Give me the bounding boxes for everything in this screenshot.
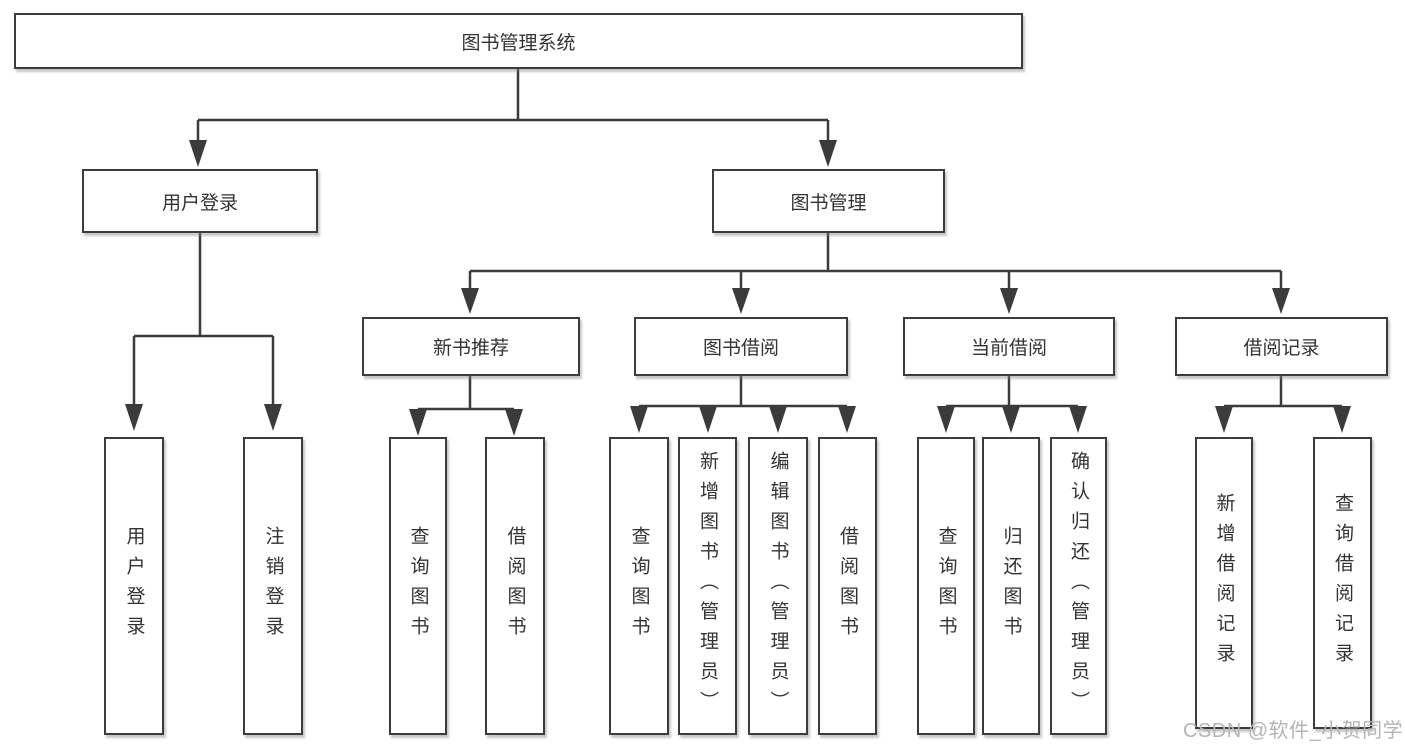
arrowhead xyxy=(937,406,955,433)
connector-user-login-group xyxy=(132,233,275,405)
arrowhead xyxy=(699,406,717,433)
arrowhead xyxy=(1002,406,1020,433)
connector-root-to-level2 xyxy=(196,69,830,141)
arrowhead xyxy=(1333,406,1351,433)
node-user-login: 用户登录 xyxy=(82,169,318,233)
arrowhead xyxy=(264,404,282,431)
arrowhead xyxy=(1000,288,1018,314)
arrowhead xyxy=(769,406,787,433)
arrowhead xyxy=(189,140,207,167)
arrowhead xyxy=(819,140,837,167)
leaf-borrow-book-1: 借阅图书 xyxy=(485,437,545,735)
node-book-management: 图书管理 xyxy=(712,169,945,233)
connector-new-book-group xyxy=(418,376,514,411)
csdn-watermark: CSDN @软件_小贺同学 xyxy=(1183,720,1404,742)
leaf-confirm-return-admin: 确认归还（管理员） xyxy=(1050,437,1107,735)
leaf-add-book-admin: 新增图书（管理员） xyxy=(678,437,737,735)
node-current-borrow: 当前借阅 xyxy=(903,317,1115,376)
arrowhead xyxy=(125,404,143,431)
leaf-query-book-3: 查询图书 xyxy=(917,437,975,735)
arrowhead xyxy=(732,288,750,314)
arrowhead xyxy=(838,406,856,433)
arrowhead xyxy=(1215,406,1233,433)
arrowhead xyxy=(461,288,479,314)
node-book-borrow: 图书借阅 xyxy=(634,317,848,376)
leaf-borrow-book-2: 借阅图书 xyxy=(818,437,877,735)
arrowhead xyxy=(505,409,523,436)
arrowhead xyxy=(1272,288,1290,314)
leaf-logout: 注销登录 xyxy=(243,437,303,735)
node-borrow-record: 借阅记录 xyxy=(1175,317,1388,376)
leaf-query-book-2: 查询图书 xyxy=(609,437,669,735)
arrowheads xyxy=(125,140,1351,436)
leaf-query-book-1: 查询图书 xyxy=(389,437,447,735)
node-root-system: 图书管理系统 xyxy=(14,13,1023,69)
leaf-edit-book-admin: 编辑图书（管理员） xyxy=(748,437,808,735)
arrowhead xyxy=(630,406,648,433)
connector-book-mgmt-group xyxy=(468,233,1283,288)
leaf-add-borrow-record: 新增借阅记录 xyxy=(1195,437,1253,729)
connector-current-borrow-group xyxy=(946,376,1078,408)
connector-book-borrow-group xyxy=(639,376,847,408)
leaf-return-book: 归还图书 xyxy=(982,437,1040,735)
arrowhead xyxy=(409,409,427,436)
leaf-query-borrow-record: 查询借阅记录 xyxy=(1313,437,1372,729)
arrowhead xyxy=(1069,406,1087,433)
node-new-book-recommend: 新书推荐 xyxy=(362,317,580,376)
connector-borrow-record-group xyxy=(1224,376,1342,408)
leaf-user-login: 用户登录 xyxy=(104,437,164,735)
